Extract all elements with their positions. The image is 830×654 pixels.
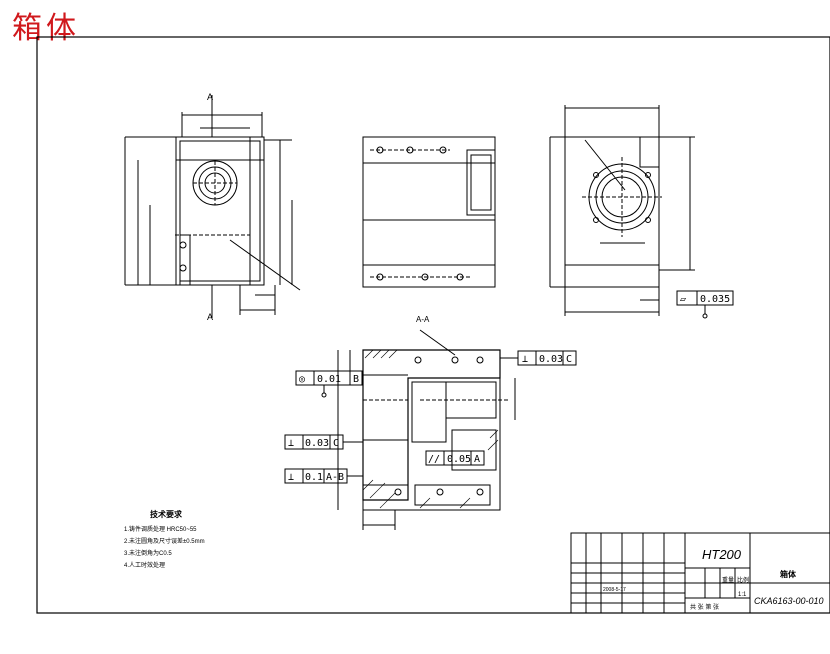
tech-req-item-3: 3.未注倒角为C0.5 <box>124 549 172 557</box>
section-view-a-a <box>337 329 516 530</box>
tol1-value: 0.03 <box>539 354 563 365</box>
tolerance-frame-3 <box>284 434 363 450</box>
tol5-datum: A <box>474 454 480 465</box>
tol5-symbol: // <box>428 454 440 465</box>
tol3-symbol: ⊥ <box>288 438 294 449</box>
tolerance-frame-1 <box>500 350 577 366</box>
tol2-value: 0.01 <box>317 374 341 385</box>
tol1-datum: C <box>566 354 572 365</box>
title-drawing-number: CKA6163-00-010 <box>754 596 824 606</box>
title-part-name: 箱体 <box>780 569 797 579</box>
end-view-right <box>549 105 695 316</box>
side-view-middle <box>362 136 496 288</box>
tolerance-frame-4 <box>284 468 363 484</box>
title-block <box>570 532 830 614</box>
tol2-symbol: ◎ <box>299 374 305 385</box>
title-sheet-label: 共 张 第 张 <box>690 603 719 611</box>
tol3-value: 0.03 <box>305 438 329 449</box>
tolerance-frame-2 <box>295 370 363 398</box>
tol1-symbol: ⊥ <box>522 354 528 365</box>
tol6-symbol: ▱ <box>680 294 686 305</box>
section-mark-a-top: A <box>207 92 213 102</box>
tech-req-item-4: 4.人工时效处理 <box>124 561 165 569</box>
tech-req-item-1: 1.铸件调质处理 HRC50~55 <box>124 525 197 533</box>
tech-req-item-2: 2.未注圆角及尺寸误差±0.5mm <box>124 537 205 545</box>
title-scale-value: 1:1 <box>738 592 747 598</box>
title-stamp: 箱体 <box>12 11 80 46</box>
front-view-left <box>124 95 301 318</box>
tol4-datum: A-B <box>326 472 344 483</box>
section-mark-a-bottom: A <box>207 312 213 322</box>
sheet-border <box>36 36 830 614</box>
tolerance-frame-6 <box>676 290 734 319</box>
title-material: HT200 <box>702 547 742 562</box>
tol2-datum: B <box>353 374 359 385</box>
section-label-a-a: A-A <box>416 315 430 324</box>
title-weight-label: 重量 <box>722 576 734 584</box>
tech-req-title: 技术要求 <box>150 509 183 519</box>
tol3-datum: C <box>333 438 339 449</box>
tol4-symbol: ⊥ <box>288 472 294 483</box>
title-date: 2008-5-17 <box>603 587 626 593</box>
title-scale-label: 比例 <box>737 576 749 584</box>
tol6-value: 0.035 <box>700 294 730 305</box>
tol5-value: 0.05 <box>447 454 471 465</box>
tol4-value: 0.1 <box>305 472 323 483</box>
tolerance-frame-5 <box>425 450 485 466</box>
